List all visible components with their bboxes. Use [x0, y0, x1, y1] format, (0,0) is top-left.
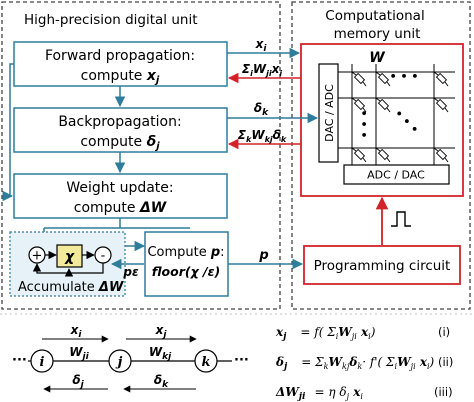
crossbar-dots-row: • • • [390, 70, 419, 83]
memristor-cell [433, 147, 449, 163]
memristor-cell [351, 97, 367, 113]
weight-update-title: Weight update: [66, 180, 173, 196]
dac-adc-left-panel [318, 63, 339, 163]
node-k-label: k [201, 355, 210, 370]
network-ellipsis-left: ··· [12, 353, 27, 368]
minus-sign: - [101, 249, 106, 264]
node-j-label: j [115, 355, 123, 370]
equation-2-number: (ii) [438, 355, 453, 369]
signal-dk: δk [254, 101, 269, 118]
equation-1: xj= f( ΣiWji xi) [275, 325, 376, 342]
dac-adc-left-label: DAC / ADC [323, 84, 336, 142]
forward-propagation-block [13, 41, 228, 87]
memory-unit-frame [291, 1, 471, 310]
equation-2: δj= ΣkWkjδk· f'( ΣiWji xi) [275, 355, 435, 372]
adc-dac-bottom-label: ADC / DAC [367, 169, 425, 182]
net-wji-label: Wji [69, 345, 89, 362]
memristor-cell [375, 97, 391, 113]
net-dj-label: δj [72, 373, 84, 390]
crossbar-w-label: W [369, 50, 385, 66]
equation-3: ΔWji= η δj xi [275, 385, 363, 402]
node-i [30, 349, 54, 373]
memristor-cell [375, 147, 391, 163]
signal-sum-forward: ΣiWjixi [242, 62, 282, 78]
net-xi-label: xi [70, 323, 83, 340]
compute-p-block [144, 231, 229, 297]
node-k [194, 349, 218, 373]
programming-circuit-label: Programming circuit [314, 258, 451, 274]
compute-p-formula: floor(χ /ε) [152, 264, 221, 279]
compute-p-title: Compute p: [147, 245, 224, 260]
memristor-cell [375, 71, 391, 87]
chi-feedback-line [64, 263, 104, 277]
memory-unit-title-1: Computational [325, 8, 424, 24]
net-wkj-label: Wkj [149, 345, 172, 362]
plus-sign: + [32, 249, 43, 264]
chi-register [56, 244, 83, 268]
signal-sum-backward: ΣkWkjδk [238, 128, 287, 144]
programming-circuit-block [303, 245, 461, 285]
crossbar-cells [351, 71, 449, 163]
memristor-cell [433, 71, 449, 87]
chi-label: χ [64, 249, 75, 265]
net-dk-label: δk [154, 373, 169, 390]
memristor-cell [351, 147, 367, 163]
weight-update-compute: compute ΔW [74, 200, 167, 216]
accumulate-label: Accumulate ΔW [18, 280, 124, 295]
backpropagation-block [13, 107, 228, 153]
crossbar-dots-col: • • • [357, 110, 370, 139]
equation-3-number: (iii) [434, 385, 453, 399]
node-i-label: i [40, 355, 45, 370]
adc-dac-bottom-panel [343, 164, 450, 185]
p-epsilon-label: pε [122, 265, 139, 279]
forward-compute: compute xj [81, 68, 160, 86]
pulse-icon [391, 211, 411, 227]
network-ellipsis-right: ··· [234, 353, 249, 368]
digital-unit-frame [1, 1, 281, 310]
memory-unit-title-2: memory unit [334, 26, 421, 42]
backprop-compute: compute δj [80, 134, 160, 152]
signal-p: p [258, 248, 268, 263]
equation-1-number: (i) [438, 325, 450, 339]
memristor-cell [351, 71, 367, 87]
digital-unit-title: High-precision digital unit [24, 12, 198, 28]
forward-title: Forward propagation: [45, 48, 195, 64]
chi-loop-line [32, 263, 69, 274]
memristor-cell [433, 97, 449, 113]
node-j [108, 349, 132, 373]
backprop-title: Backpropagation: [58, 114, 181, 130]
net-xj-label: xj [155, 323, 168, 340]
arrow-forward-bypass [2, 63, 14, 202]
signal-xi: xi [255, 37, 268, 54]
